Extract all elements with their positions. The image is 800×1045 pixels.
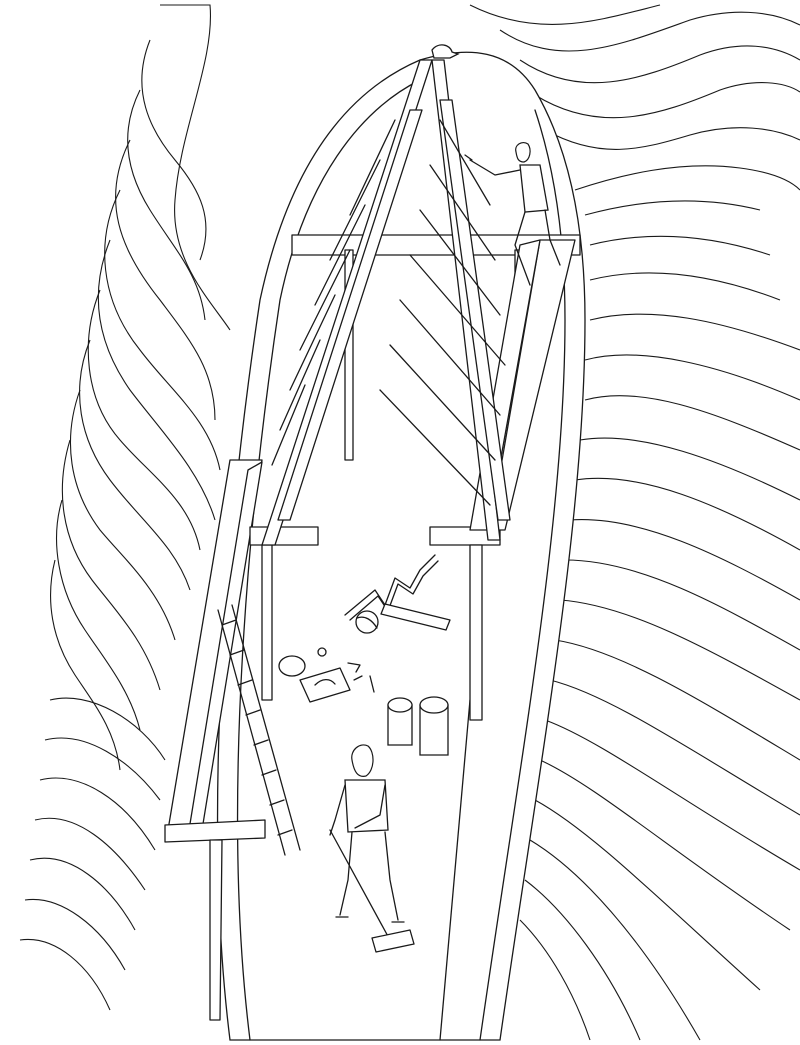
boat-hull bbox=[216, 51, 586, 1041]
a-frame-structure bbox=[249, 44, 581, 721]
left-wave-pattern bbox=[19, 4, 231, 1011]
ladder bbox=[217, 604, 301, 856]
worker-hammering bbox=[464, 141, 561, 286]
left-plank-stack bbox=[164, 459, 266, 1021]
right-wave-pattern bbox=[469, 4, 800, 1041]
tools-on-floor bbox=[278, 554, 451, 756]
worker-sweeping bbox=[329, 744, 415, 953]
